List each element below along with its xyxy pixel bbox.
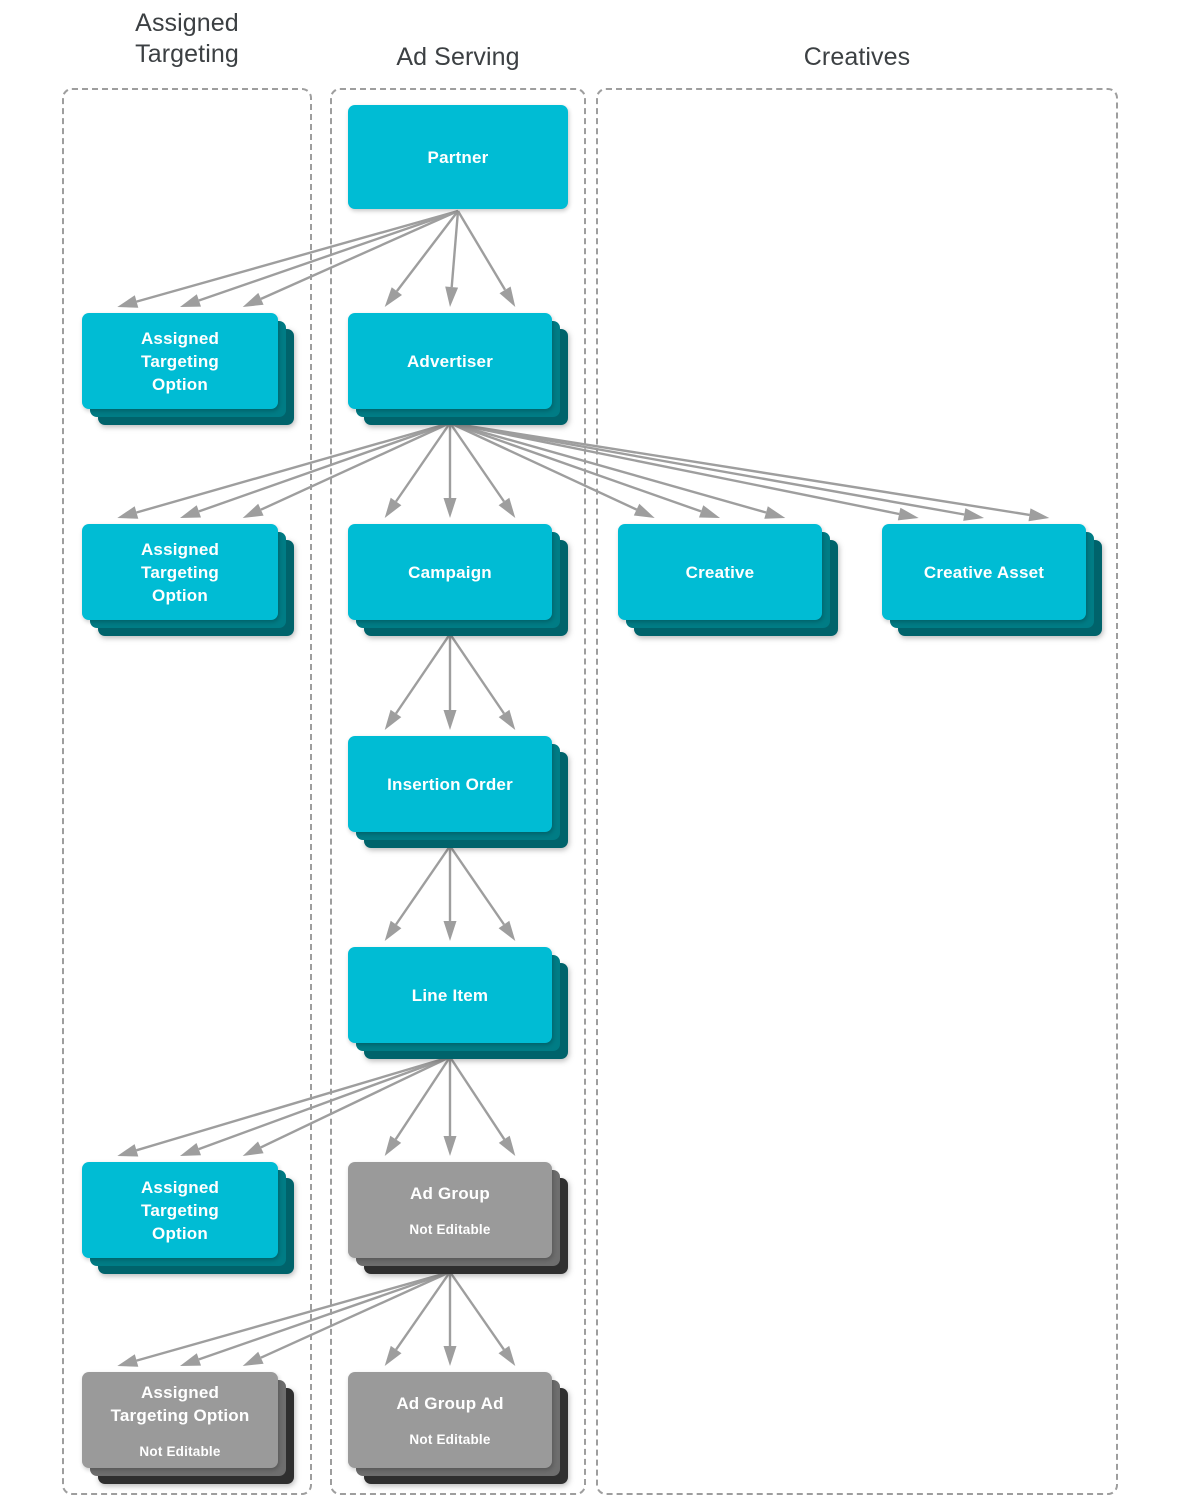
node-line-item[interactable]: Line Item xyxy=(348,947,570,1061)
node-title-assigned-targeting-option-advertiser: Assigned Targeting Option xyxy=(140,539,220,605)
node-creative[interactable]: Creative xyxy=(618,524,840,638)
node-card-insertion-order[interactable]: Insertion Order xyxy=(348,736,552,832)
node-title-assigned-targeting-option-ad-group: Assigned Targeting Option xyxy=(110,1382,250,1425)
column-container-creatives xyxy=(596,88,1118,1495)
column-container-assigned-targeting xyxy=(62,88,312,1495)
node-title-advertiser: Advertiser xyxy=(406,351,494,371)
node-partner[interactable]: Partner xyxy=(348,105,586,227)
node-title-assigned-targeting-option-partner: Assigned Targeting Option xyxy=(140,328,220,394)
node-title-line-item: Line Item xyxy=(411,985,489,1005)
node-title-ad-group: Ad Group xyxy=(410,1184,490,1203)
node-title-assigned-targeting-option-line-item: Assigned Targeting Option xyxy=(140,1177,220,1243)
node-card-campaign[interactable]: Campaign xyxy=(348,524,552,620)
node-card-creative[interactable]: Creative xyxy=(618,524,822,620)
node-assigned-targeting-option-advertiser[interactable]: Assigned Targeting Option xyxy=(82,524,296,638)
node-card-assigned-targeting-option-advertiser[interactable]: Assigned Targeting Option xyxy=(82,524,278,620)
node-card-advertiser[interactable]: Advertiser xyxy=(348,313,552,409)
node-card-ad-group-ad[interactable]: Ad Group Ad Not Editable xyxy=(348,1372,552,1468)
node-card-line-item[interactable]: Line Item xyxy=(348,947,552,1043)
node-advertiser[interactable]: Advertiser xyxy=(348,313,570,427)
node-card-assigned-targeting-option-partner[interactable]: Assigned Targeting Option xyxy=(82,313,278,409)
node-title-campaign: Campaign xyxy=(408,562,492,582)
node-title-partner: Partner xyxy=(427,147,489,167)
node-insertion-order[interactable]: Insertion Order xyxy=(348,736,570,850)
node-title-ad-group-ad: Ad Group Ad xyxy=(396,1394,504,1413)
column-container-ad-serving xyxy=(330,88,586,1495)
node-title-creative-asset: Creative Asset xyxy=(923,562,1045,582)
node-card-partner[interactable]: Partner xyxy=(348,105,568,209)
column-header-ad-serving: Ad Serving xyxy=(396,43,520,71)
node-assigned-targeting-option-partner[interactable]: Assigned Targeting Option xyxy=(82,313,296,427)
node-creative-asset[interactable]: Creative Asset xyxy=(882,524,1104,638)
node-title-creative: Creative xyxy=(685,562,755,582)
node-assigned-targeting-option-line-item[interactable]: Assigned Targeting Option xyxy=(82,1162,296,1276)
node-card-assigned-targeting-option-line-item[interactable]: Assigned Targeting Option xyxy=(82,1162,278,1258)
column-header-creatives: Creatives xyxy=(803,43,911,71)
node-title-insertion-order: Insertion Order xyxy=(387,774,513,794)
column-header-assigned-targeting: Assigned Targeting xyxy=(135,9,239,68)
node-subtitle-ad-group: Not Editable xyxy=(409,1222,491,1237)
node-card-creative-asset[interactable]: Creative Asset xyxy=(882,524,1086,620)
node-ad-group-ad[interactable]: Ad Group Ad Not Editable xyxy=(348,1372,570,1486)
node-subtitle-assigned-targeting-option-ad-group: Not Editable xyxy=(139,1443,221,1459)
node-subtitle-ad-group-ad: Not Editable xyxy=(409,1432,491,1447)
node-campaign[interactable]: Campaign xyxy=(348,524,570,638)
